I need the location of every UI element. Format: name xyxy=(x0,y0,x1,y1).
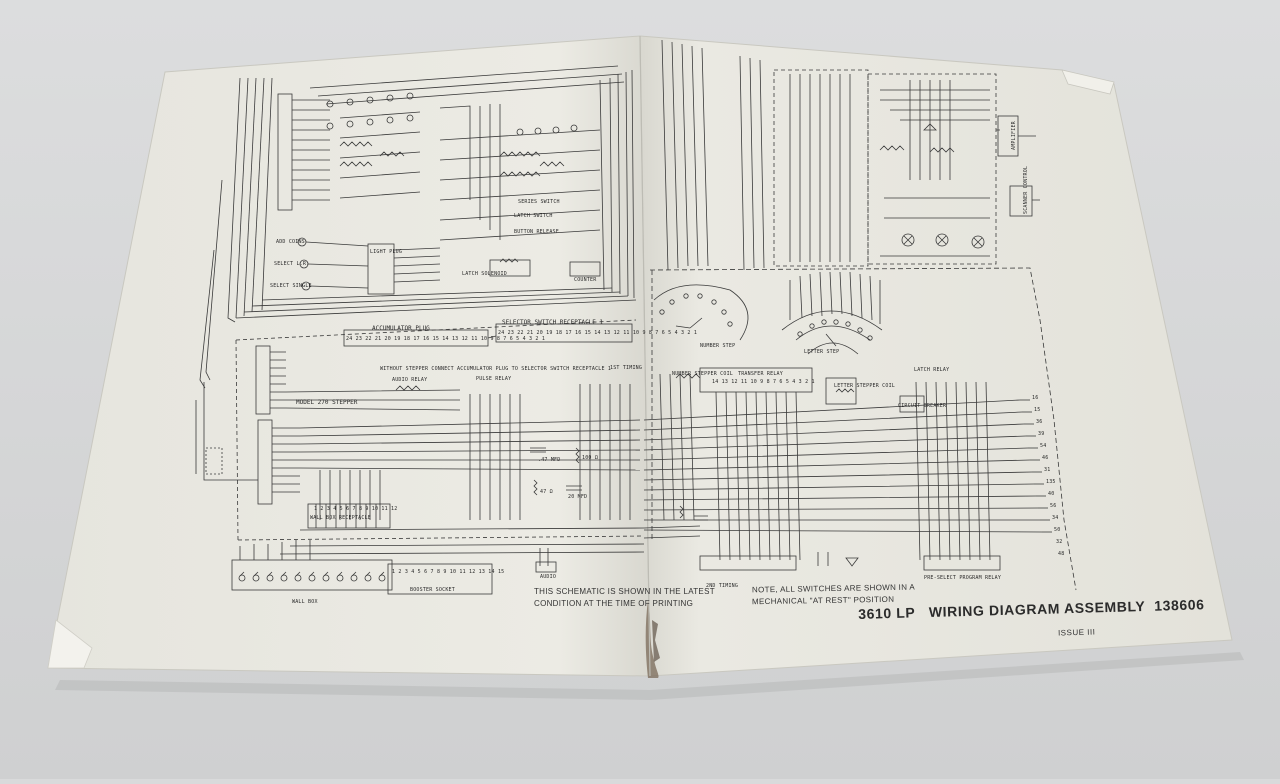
cap-47-label: .47 MFD xyxy=(538,457,561,463)
audio-label: AUDIO xyxy=(540,574,557,580)
terminal-number: 54 xyxy=(1040,443,1047,449)
wall-box-receptacle-label: WALL BOX RECEPTACLE xyxy=(310,515,371,521)
button-release-label: BUTTON RELEASE xyxy=(514,229,559,235)
terminal-number: 56 xyxy=(1050,503,1057,509)
select-single-label: SELECT SINGLE xyxy=(270,283,312,289)
transfer-pins-label: 14 13 12 11 10 9 8 7 6 5 4 3 2 1 xyxy=(712,379,815,385)
select-lr-label: SELECT L.R. xyxy=(274,261,310,267)
scanner-control-label: SCANNER CONTROL xyxy=(1023,165,1029,214)
preselect-relay-label: PRE-SELECT PROGRAM RELAY xyxy=(924,575,1002,581)
number-step-label: NUMBER STEP xyxy=(700,343,736,349)
terminal-number: 48 xyxy=(1058,551,1065,557)
accumulator-plug-label: ACCUMULATOR PLUG xyxy=(372,325,430,332)
transfer-relay-label: TRANSFER RELAY xyxy=(738,371,783,377)
stepper-note: WITHOUT STEPPER CONNECT ACCUMULATOR PLUG… xyxy=(380,366,612,372)
wall-box-pins-label: 1 2 3 4 5 6 7 8 9 10 11 12 xyxy=(314,506,398,512)
drawing-number: 138606 xyxy=(1154,596,1205,614)
terminal-number: 16 xyxy=(1032,395,1039,401)
amplifier-label: AMPLIFIER xyxy=(1011,121,1017,150)
second-timing-label: 2ND TIMING xyxy=(706,583,739,589)
cap-20-label: 20 MFD xyxy=(568,494,588,500)
terminal-number: 50 xyxy=(1054,527,1061,533)
terminal-number: 34 xyxy=(1052,515,1059,521)
selector-receptacle-label: SELECTOR SWITCH RECEPTACLE 1 xyxy=(502,319,604,326)
latch-switch-label: LATCH SWITCH xyxy=(514,213,553,219)
wall-box-label: WALL BOX xyxy=(292,599,318,605)
model-stepper-label: MODEL 270 STEPPER xyxy=(296,399,358,406)
terminal-number: 39 xyxy=(1038,431,1045,437)
res-100-label: 100 Ω xyxy=(582,455,599,461)
terminal-number: 135 xyxy=(1046,479,1056,485)
terminal-number: 31 xyxy=(1044,467,1051,473)
first-timing-label: 1ST TIMING xyxy=(610,365,643,371)
circuit-breaker-label: CIRCUIT BREAKER xyxy=(898,403,947,409)
model-number: 3610 LP xyxy=(858,604,916,622)
res-47-label: 47 Ω xyxy=(540,489,553,495)
letter-step-label: LETTER STEP xyxy=(804,349,840,355)
schematic-note-line1: THIS SCHEMATIC IS SHOWN IN THE LATEST xyxy=(534,587,715,596)
latch-relay-label: LATCH RELAY xyxy=(914,367,950,373)
add-coins-label: ADD COINS xyxy=(276,239,305,245)
latch-solenoid-label: LATCH SOLENOID xyxy=(462,271,507,277)
accumulator-pins-label: 24 23 22 21 20 19 18 17 16 15 14 13 12 1… xyxy=(346,336,546,342)
counter-label: COUNTER xyxy=(574,277,597,283)
booster-socket-label: BOOSTER SOCKET xyxy=(410,587,455,593)
audio-relay-label: AUDIO RELAY xyxy=(392,377,428,383)
issue-label: ISSUE III xyxy=(1057,627,1096,638)
terminal-number: 36 xyxy=(1036,419,1043,425)
terminal-number: 32 xyxy=(1056,539,1063,545)
schematic-note-line2: CONDITION AT THE TIME OF PRINTING xyxy=(534,599,694,608)
series-switch-label: SERIES SWITCH xyxy=(518,199,560,205)
terminal-number: 46 xyxy=(1042,455,1049,461)
selector-pins-label: 24 23 22 21 20 19 18 17 16 15 14 13 12 1… xyxy=(498,330,698,336)
light-plug-label: LIGHT PLUG xyxy=(370,249,403,255)
terminal-number: 40 xyxy=(1048,491,1055,497)
pulse-relay-label: PULSE RELAY xyxy=(476,376,512,382)
booster-pins-label: 1 2 3 4 5 6 7 8 9 10 11 12 13 14 15 xyxy=(392,569,505,575)
terminal-number: 15 xyxy=(1034,407,1041,413)
letter-stepper-coil-label: LETTER STEPPER COIL xyxy=(834,383,895,389)
number-stepper-coil-label: NUMBER STEPPER COIL xyxy=(672,371,733,377)
